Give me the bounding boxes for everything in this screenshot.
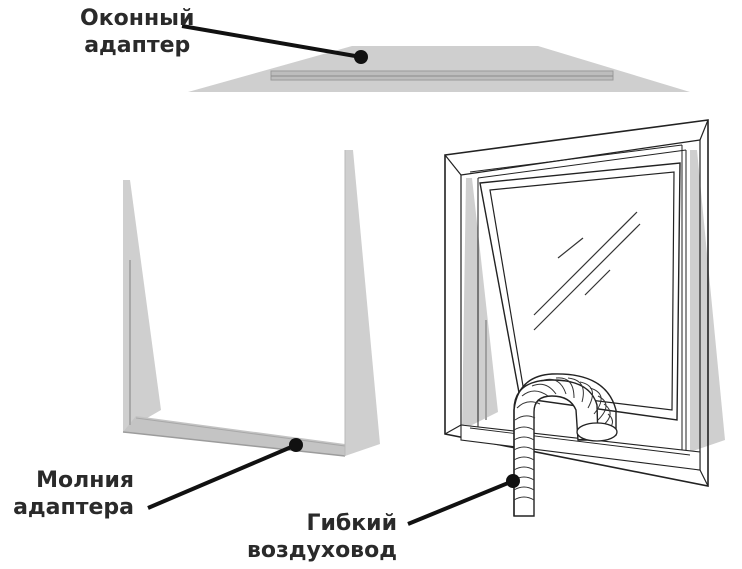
leader-flexible-duct: [407, 474, 520, 526]
window-adapter-plate: [188, 46, 690, 92]
flexible-duct: [513, 373, 618, 517]
adapter-frame: [122, 150, 380, 457]
adapter-zipper-label-line1: Молния: [36, 468, 134, 493]
window-adapter-label-line2: адаптер: [84, 33, 191, 58]
window-adapter-label-line1: Оконный: [80, 6, 195, 31]
adapter-zipper-label-line2: адаптера: [13, 495, 134, 520]
flexible-duct-label-line2: воздуховод: [246, 538, 397, 563]
flexible-duct-label: Гибкий воздуховод: [245, 510, 397, 564]
adapter-zipper-label: Молния адаптера: [8, 467, 134, 521]
leader-window-adapter: [181, 24, 368, 64]
window-adapter-label: Оконный адаптер: [80, 5, 194, 59]
leader-adapter-zipper: [147, 438, 303, 510]
flexible-duct-label-line1: Гибкий: [306, 511, 397, 536]
